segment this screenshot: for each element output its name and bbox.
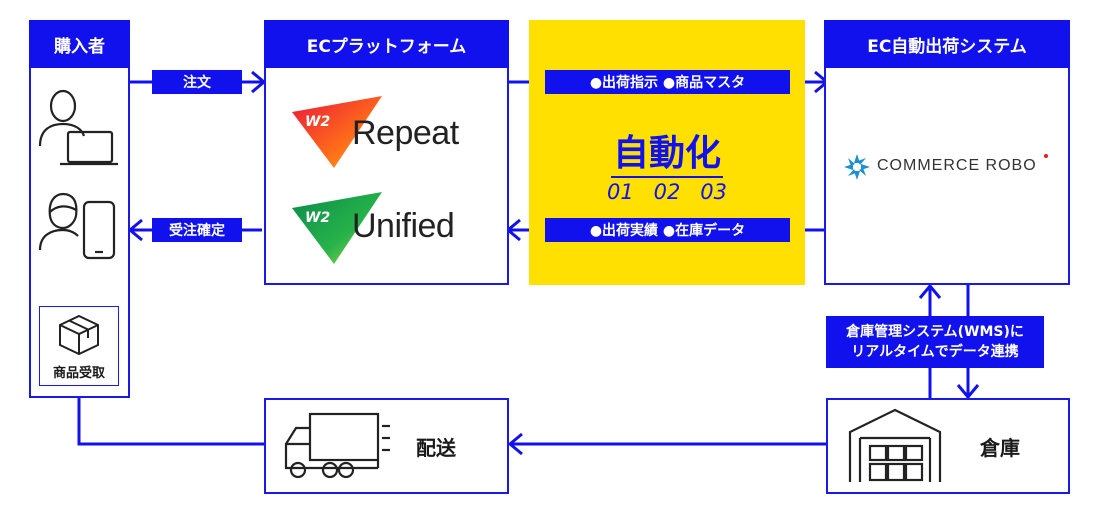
step-02: 02 — [653, 180, 681, 204]
person-phone-icon — [38, 192, 116, 260]
unified-logo-text: Unified — [352, 207, 455, 245]
w2-repeat-logo-icon — [292, 96, 382, 168]
automation-divider — [611, 176, 723, 178]
order-tag: 注文 — [152, 70, 242, 94]
w2-mark-1: W2 — [305, 114, 331, 130]
truck-icon — [284, 412, 390, 479]
ship-instruction-tag: ●出荷指示 ●商品マスタ — [545, 70, 790, 94]
automation-steps: 01 02 03 — [607, 180, 727, 204]
repeat-logo-text: Repeat — [352, 114, 459, 152]
person-laptop-icon — [38, 89, 118, 166]
commerce-robo-text: COMMERCE ROBO — [877, 157, 1037, 174]
automation-title: 自動化 — [612, 133, 721, 174]
commerce-robo-logo-icon — [844, 154, 870, 180]
warehouse-box — [826, 398, 1070, 494]
step-01: 01 — [607, 180, 634, 204]
wms-line-1: 倉庫管理システム(WMS)に — [846, 324, 1024, 340]
package-icon — [59, 314, 99, 356]
wms-line-2: リアルタイムでデータ連携 — [851, 344, 1019, 360]
warehouse-label: 倉庫 — [980, 436, 1020, 460]
wms-label: 倉庫管理システム(WMS)に リアルタイムでデータ連携 — [826, 316, 1044, 368]
delivery-box — [264, 398, 509, 494]
step-03: 03 — [700, 180, 727, 204]
receive-label: 商品受取 — [52, 366, 105, 381]
w2-mark-2: W2 — [305, 210, 331, 226]
ship-result-tag: ●出荷実績 ●在庫データ — [545, 218, 790, 242]
ec-platform-title: ECプラットフォーム — [264, 20, 509, 68]
shipping-system-title: EC自動出荷システム — [824, 20, 1070, 68]
order-confirm-tag: 受注確定 — [152, 218, 242, 242]
buyer-title: 購入者 — [29, 20, 130, 68]
delivery-label: 配送 — [416, 436, 456, 460]
warehouse-icon — [848, 408, 942, 482]
commerce-robo-star — [1044, 154, 1048, 158]
automation-panel: 自動化 01 02 03 — [529, 20, 805, 285]
w2-unified-logo-icon — [292, 192, 382, 264]
